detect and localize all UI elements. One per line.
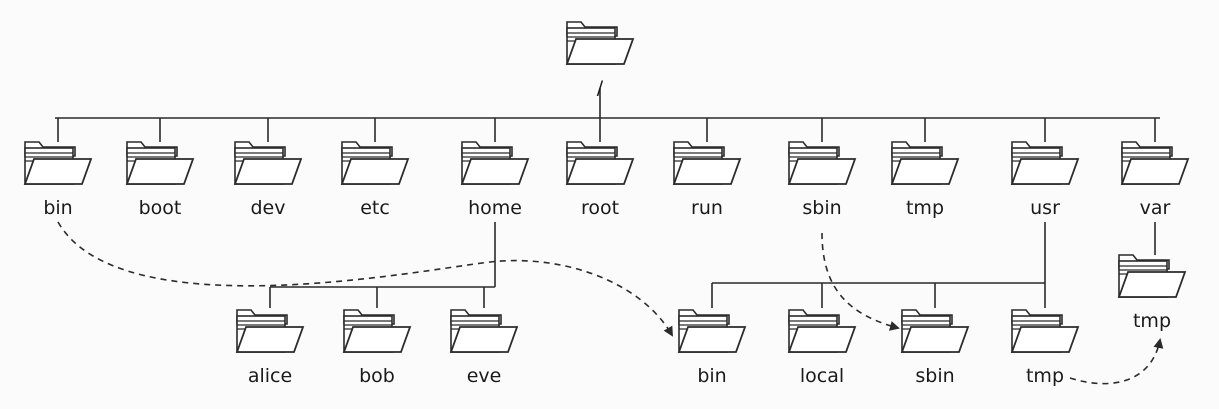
folder-label: sbin [915, 365, 954, 387]
folder-usr-local[interactable]: local [787, 309, 857, 387]
folder-icon [1120, 141, 1190, 185]
folder-label: tmp [1133, 310, 1171, 332]
folder-icon [900, 309, 970, 353]
usr-children-folders: bin local sbin tmp [677, 309, 1080, 387]
folder-label: sbin [802, 197, 841, 219]
root-folder[interactable]: / [565, 21, 635, 99]
folder-root[interactable]: root [565, 141, 635, 219]
folder-label: run [691, 197, 723, 219]
folder-usr[interactable]: usr [1010, 141, 1080, 219]
folder-run[interactable]: run [672, 141, 742, 219]
folder-label: local [800, 365, 844, 387]
folder-icon [1010, 141, 1080, 185]
folder-label: boot [139, 197, 182, 219]
folder-label: var [1140, 197, 1171, 219]
folder-icon [890, 141, 960, 185]
symlink-arrows [57, 221, 1164, 385]
folder-icon [23, 141, 93, 185]
folder-icon [340, 141, 410, 185]
folder-eve[interactable]: eve [449, 309, 519, 387]
folder-icon [787, 141, 857, 185]
folder-label: tmp [906, 197, 944, 219]
folder-icon [233, 141, 303, 185]
var-children-folders: tmp [1117, 254, 1187, 332]
folder-bin[interactable]: bin [23, 141, 93, 219]
folder-label: bob [359, 365, 395, 387]
folder-bob[interactable]: bob [342, 309, 412, 387]
folder-icon [1117, 254, 1187, 298]
folder-var[interactable]: var [1120, 141, 1190, 219]
folder-label: etc [360, 197, 390, 219]
folder-label: / [597, 77, 604, 99]
folder-label: bin [43, 197, 72, 219]
folder-alice[interactable]: alice [235, 309, 305, 387]
folder-icon [1010, 309, 1080, 353]
folder-icon [342, 309, 412, 353]
folder-label: bin [697, 365, 726, 387]
folder-usr-tmp[interactable]: tmp [1010, 309, 1080, 387]
folder-icon [125, 141, 195, 185]
home-children-folders: alice bob eve [235, 309, 519, 387]
folder-label: tmp [1026, 365, 1064, 387]
folder-boot[interactable]: boot [125, 141, 195, 219]
folder-icon [565, 21, 635, 65]
tree-connectors [55, 88, 1160, 308]
folder-usr-sbin[interactable]: sbin [900, 309, 970, 387]
folder-etc[interactable]: etc [340, 141, 410, 219]
link-usr-tmp-to-var-tmp [1069, 338, 1164, 385]
folder-label: eve [467, 365, 502, 387]
folder-sbin[interactable]: sbin [787, 141, 857, 219]
folder-label: usr [1030, 197, 1060, 219]
folder-icon [787, 309, 857, 353]
folder-usr-bin[interactable]: bin [677, 309, 747, 387]
top-level-folders: bin boot dev etc home root run sbin tmp usr var [23, 141, 1190, 219]
folder-icon [677, 309, 747, 353]
folder-label: home [468, 197, 522, 219]
link-sbin-to-usr-sbin [821, 232, 900, 331]
folder-icon [460, 141, 530, 185]
folder-dev[interactable]: dev [233, 141, 303, 219]
folder-label: dev [251, 197, 286, 219]
folder-icon [672, 141, 742, 185]
folder-label: root [581, 197, 619, 219]
folder-icon [235, 309, 305, 353]
folder-home[interactable]: home [460, 141, 530, 219]
folder-tmp[interactable]: tmp [890, 141, 960, 219]
folder-var-tmp[interactable]: tmp [1117, 254, 1187, 332]
folder-icon [565, 141, 635, 185]
folder-label: alice [248, 365, 292, 387]
folder-icon [449, 309, 519, 353]
